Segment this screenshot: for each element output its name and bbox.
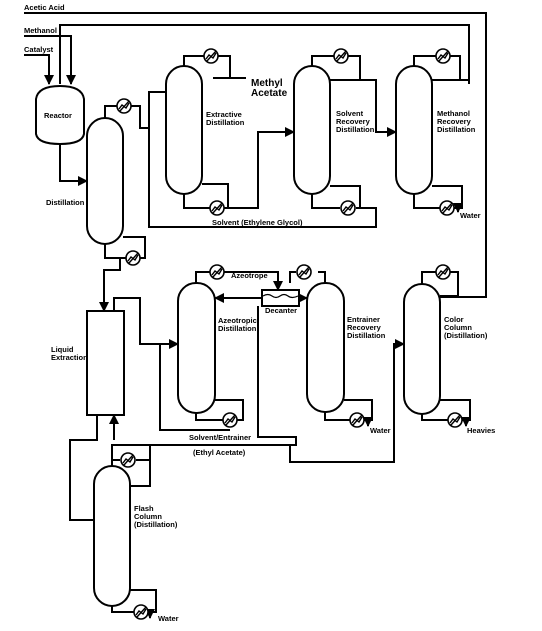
distillation-column — [86, 117, 124, 245]
extractive-overhead-line — [183, 55, 204, 66]
extractive-condenser-out — [213, 55, 246, 79]
decanter-liquid-level — [262, 293, 299, 299]
color-overhead — [421, 271, 436, 284]
ethyl-acetate-label: (Ethyl Acetate) — [193, 448, 246, 457]
water-flash-label: Water — [158, 614, 179, 623]
extraction-bottoms-to-flash — [69, 415, 98, 521]
methanol-recovery-bottoms — [413, 194, 440, 209]
distillation-to-extraction — [99, 258, 121, 312]
reactor-outlet-line — [59, 144, 88, 186]
entrainer-recovery-column — [306, 282, 345, 413]
entrainer-to-color — [289, 339, 405, 463]
heat-exchanger-entrainer-condenser — [296, 264, 312, 280]
methanol-recycle-line — [59, 24, 470, 84]
solvent-recovery-column — [293, 65, 331, 195]
distillation-overhead-line — [104, 105, 117, 118]
extractive-distillation-label: Extractive Distillation — [206, 110, 245, 127]
liquid-extraction-label: Liquid Extraction — [51, 345, 88, 362]
solvent-recovery-label: Solvent Recovery Distillation — [336, 109, 375, 134]
heavies-label: Heavies — [467, 426, 496, 435]
azeotropic-solvent-return — [159, 344, 230, 431]
catalyst-label: Catalyst — [24, 45, 54, 54]
decanter-label: Decanter — [265, 306, 298, 315]
catalyst-line — [24, 54, 54, 85]
heat-exchanger-entrainer-reboiler — [349, 412, 365, 428]
extractive-bottoms-line — [183, 194, 210, 209]
flash-condenser-return — [130, 445, 151, 487]
liquid-extraction-vessel — [86, 310, 125, 416]
solvent-entrainer-label: Solvent/Entrainer — [189, 433, 252, 442]
methanol-recovery-reboiler-return — [432, 185, 463, 209]
distillation-bottoms-line — [104, 244, 126, 259]
heat-exchanger-distillation-reboiler — [125, 250, 141, 266]
distillation-condenser-return — [131, 91, 166, 129]
water-methanol-label: Water — [460, 211, 481, 220]
methanol-label: Methanol — [24, 26, 57, 35]
heat-exchanger-solvent-condenser — [333, 48, 349, 64]
heat-exchanger-color-reboiler — [447, 412, 463, 428]
distillation-label: Distillation — [46, 198, 85, 207]
azeotropic-distillation-label: Azeotropic Distillation — [218, 316, 257, 333]
heat-exchanger-extractive-reboiler — [209, 200, 225, 216]
heat-exchangers — [116, 48, 463, 620]
methanol-recovery-column — [395, 65, 433, 195]
azeotrope-label: Azeotrope — [231, 271, 268, 280]
solvent-label: Solvent (Ethylene Glycol) — [212, 218, 303, 227]
heat-exchanger-solvent-reboiler — [340, 200, 356, 216]
extractive-distillation-column — [165, 65, 203, 195]
color-reboiler-return — [440, 399, 471, 421]
azeotropic-distillation-column — [177, 282, 216, 414]
flash-overhead-to-extraction — [111, 306, 297, 466]
entrainer-reboiler-return — [344, 399, 373, 421]
reactor-vessel — [35, 84, 85, 146]
heat-exchanger-methanol-reboiler — [439, 200, 455, 216]
acetic-acid-line — [24, 12, 487, 298]
heat-exchanger-methanol-condenser — [435, 48, 451, 64]
azeotropic-bottoms — [195, 413, 223, 421]
methanol-recovery-label: Methanol Recovery Distillation — [437, 109, 476, 134]
flash-bottoms — [111, 606, 134, 613]
color-condenser-return — [440, 271, 459, 297]
methanol-recovery-condenser-out — [432, 55, 470, 84]
methyl-acetate-label: Methyl Acetate — [251, 78, 288, 99]
entrainer-condenser-return — [289, 271, 296, 283]
flash-column-label: Flash Column (Distillation) — [134, 504, 178, 529]
solvent-recovery-reboiler-return — [330, 185, 361, 209]
water-entrainer-label: Water — [370, 426, 391, 435]
flash-reboiler-return — [130, 589, 157, 613]
heat-exchanger-azeotropic-condenser — [209, 264, 225, 280]
distillation-reboiler-return — [123, 236, 146, 259]
solvent-feed-line — [148, 128, 377, 228]
acetic-acid-label: Acetic Acid — [24, 3, 65, 12]
solvent-recovery-bottoms — [311, 194, 340, 209]
flash-overhead-line — [111, 459, 120, 466]
reactor-label: Reactor — [44, 111, 72, 120]
entrainer-bottoms — [324, 412, 350, 421]
methanol-line — [24, 35, 76, 85]
heat-exchanger-extractive-condenser — [203, 48, 219, 64]
heat-exchanger-color-condenser — [435, 264, 451, 280]
azeotropic-overhead — [195, 271, 210, 283]
process-piping — [59, 55, 471, 619]
azeotropic-condenser-out — [224, 271, 283, 291]
entrainer-overhead — [318, 271, 326, 283]
entrainer-recovery-label: Entrainer Recovery Distillation — [347, 315, 386, 340]
flash-column — [93, 465, 131, 607]
solvent-recovery-condenser-out — [330, 55, 396, 132]
heat-exchanger-distillation-condenser — [116, 98, 132, 114]
extraction-to-azeotropic — [113, 297, 179, 349]
color-column-label: Color Column (Distillation) — [444, 315, 488, 340]
methanol-recovery-overhead — [413, 55, 436, 66]
heat-exchanger-flash-reboiler — [133, 604, 149, 620]
color-column — [403, 283, 441, 415]
solvent-recovery-overhead — [311, 55, 334, 66]
extractive-to-solvent-recovery — [224, 127, 295, 209]
heat-exchanger-azeotropic-reboiler — [222, 412, 238, 428]
feed-lines — [24, 12, 487, 298]
color-bottoms — [421, 414, 448, 421]
heat-exchanger-flash-condenser — [120, 452, 136, 468]
azeotropic-reboiler-return — [215, 399, 244, 421]
